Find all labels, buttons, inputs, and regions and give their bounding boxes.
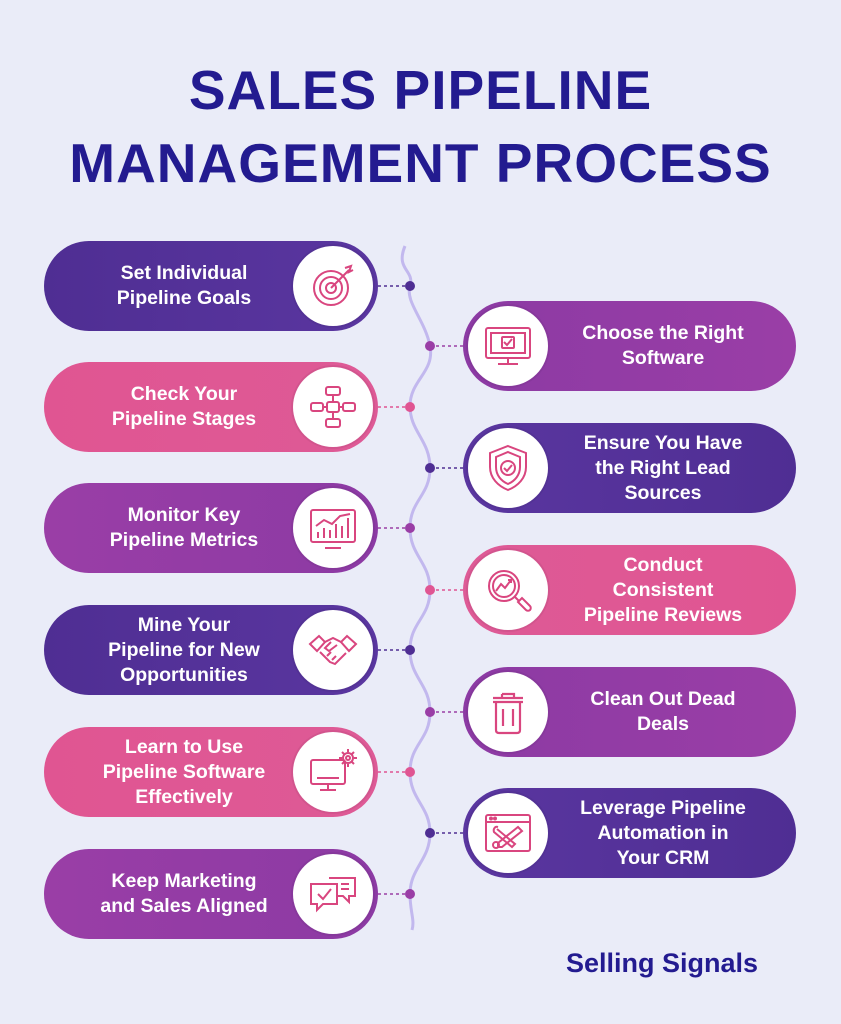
target-icon — [313, 264, 354, 306]
step-label: Set Individual Pipeline Goals — [116, 262, 252, 309]
step-label: Leverage Pipeline Automation in Your CRM — [580, 796, 746, 869]
step-icon-badge — [293, 246, 373, 326]
step-label: Mine Your Pipeline for New Opportunities — [108, 613, 260, 686]
step-label: Learn to Use Pipeline Software Effective… — [102, 735, 266, 808]
page-title-line-2: MANAGEMENT PROCESS — [69, 132, 772, 194]
step-monitor-key-pipeline-metrics: Monitor Key Pipeline Metrics — [44, 483, 378, 573]
step-label: Clean Out Dead Deals — [590, 688, 736, 735]
timeline-dot — [425, 585, 435, 595]
page-title-line-1: SALES PIPELINE — [188, 59, 653, 121]
handshake-icon — [308, 634, 358, 666]
step-icon-badge — [293, 732, 373, 812]
step-icon-badge — [293, 854, 373, 934]
step-check-your-pipeline-stages: Check Your Pipeline Stages — [44, 362, 378, 452]
timeline-dot — [405, 645, 415, 655]
monitor-gear-icon — [310, 749, 357, 791]
step-conduct-consistent-pipeline-reviews: Conduct Consistent Pipeline Reviews — [463, 545, 796, 635]
step-mine-your-pipeline-for-new-opportunities: Mine Your Pipeline for New Opportunities — [44, 605, 378, 695]
step-clean-out-dead-deals: Clean Out Dead Deals — [463, 667, 796, 757]
brand-logo: Selling Signals — [566, 948, 759, 978]
flowchart-icon — [310, 386, 356, 428]
step-label: Choose the Right Software — [582, 322, 744, 369]
timeline-dot — [425, 707, 435, 717]
step-icon-badge — [468, 550, 548, 630]
step-ensure-you-have-the-right-lead-sources: Ensure You Have the Right Lead Sources — [463, 423, 796, 513]
step-icon-badge — [293, 367, 373, 447]
step-icon-badge — [468, 793, 548, 873]
step-icon-badge — [293, 610, 373, 690]
bar-chart-icon — [310, 509, 356, 549]
timeline-dot — [405, 889, 415, 899]
step-icon-badge — [468, 428, 548, 508]
shield-check-icon — [489, 444, 527, 492]
step-choose-the-right-software: Choose the Right Software — [463, 301, 796, 391]
monitor-check-icon — [485, 327, 531, 365]
timeline-dot — [405, 402, 415, 412]
timeline-dot — [405, 767, 415, 777]
step-icon-badge — [293, 488, 373, 568]
step-learn-to-use-pipeline-software-effectively: Learn to Use Pipeline Software Effective… — [44, 727, 378, 817]
step-icon-badge — [468, 306, 548, 386]
trash-icon — [493, 692, 523, 735]
timeline-dot — [425, 828, 435, 838]
step-keep-marketing-and-sales-aligned: Keep Marketing and Sales Aligned — [44, 849, 378, 939]
step-label: Check Your Pipeline Stages — [111, 383, 257, 430]
step-label: Keep Marketing and Sales Aligned — [100, 870, 268, 917]
step-label: Conduct Consistent Pipeline Reviews — [583, 553, 743, 626]
timeline-dot — [425, 341, 435, 351]
step-set-individual-pipeline-goals: Set Individual Pipeline Goals — [44, 241, 378, 331]
step-leverage-pipeline-automation-in-your-crm: Leverage Pipeline Automation in Your CRM — [463, 788, 796, 878]
chat-bubbles-icon — [310, 877, 356, 913]
timeline-dot — [405, 523, 415, 533]
timeline-dot — [405, 281, 415, 291]
browser-tools-icon — [485, 814, 531, 852]
step-label: Ensure You Have the Right Lead Sources — [583, 431, 743, 504]
step-icon-badge — [468, 672, 548, 752]
step-label: Monitor Key Pipeline Metrics — [109, 504, 259, 551]
timeline-dot — [425, 463, 435, 473]
magnifier-chart-icon — [488, 570, 532, 612]
timeline-wave — [400, 245, 433, 931]
